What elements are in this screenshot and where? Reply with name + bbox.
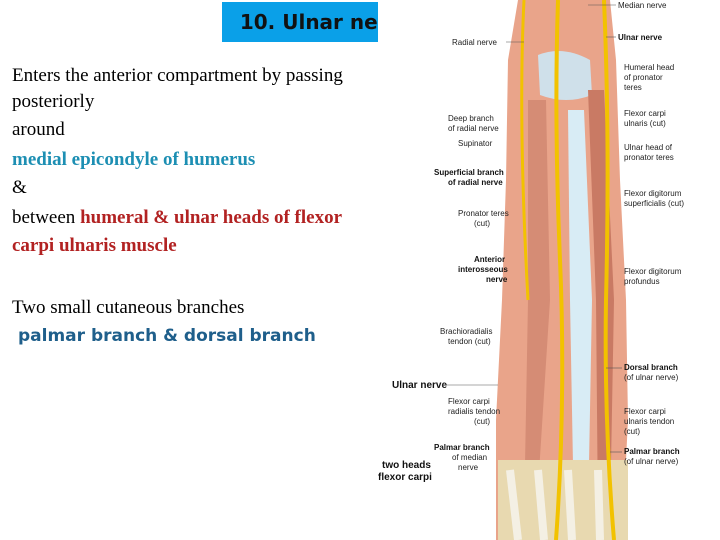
text-line-6-prefix: between xyxy=(12,207,81,228)
label-fcu-cut-1: Flexor carpi xyxy=(624,109,666,118)
label-fcu-tendon-2: ulnaris tendon xyxy=(624,417,674,426)
label-humeral-head-1: Humeral head xyxy=(624,63,674,72)
label-deep-branch-2: of radial nerve xyxy=(448,124,499,133)
label-median-nerve: Median nerve xyxy=(618,1,667,10)
label-fcr-2: radialis tendon xyxy=(448,407,500,416)
text-line-9: palmar branch & dorsal branch xyxy=(18,326,316,346)
label-palmar-ulnar-2: (of ulnar nerve) xyxy=(624,457,679,466)
label-fds-1: Flexor digitorum xyxy=(624,189,682,198)
label-anterior-2: interosseous xyxy=(458,265,508,274)
label-radial-nerve: Radial nerve xyxy=(452,38,497,47)
leader-lines xyxy=(442,4,622,453)
flexor-tendon-band xyxy=(568,110,592,520)
median-nerve-line xyxy=(554,0,565,540)
text-line-1: Enters the anterior compartment by passi… xyxy=(12,65,343,86)
label-deep-branch-1: Deep branch xyxy=(448,114,494,123)
elbow-joint xyxy=(538,51,592,100)
label-humeral-head-2: of pronator xyxy=(624,73,663,82)
text-line-8: Two small cutaneous branches xyxy=(12,297,245,318)
text-line-6: between humeral & ulnar heads of flexor xyxy=(12,206,342,230)
label-two-heads-1: two heads xyxy=(382,460,431,471)
label-dorsal-1: Dorsal branch xyxy=(624,363,678,372)
label-fcu-tendon-1: Flexor carpi xyxy=(624,407,666,416)
label-fdp-1: Flexor digitorum xyxy=(624,267,682,276)
label-superficial-1: Superficial branch xyxy=(434,168,504,177)
radius-muscle-band xyxy=(524,100,550,520)
text-line-2: posteriorly xyxy=(12,91,95,112)
label-anterior-3: nerve xyxy=(486,275,508,284)
label-palmar-median-1: Palmar branch xyxy=(434,443,490,452)
label-two-heads-2: flexor carpi xyxy=(378,472,432,483)
text-line-6-red: humeral & ulnar heads of flexor xyxy=(80,207,343,228)
label-supinator: Supinator xyxy=(458,139,493,148)
forearm-anatomy-figure: Median nerve Ulnar nerve Humeral head of… xyxy=(378,0,720,540)
label-fds-2: superficialis (cut) xyxy=(624,199,684,208)
label-fcu-cut-2: ulnaris (cut) xyxy=(624,119,666,128)
label-fcr-3: (cut) xyxy=(474,417,490,426)
label-palmar-ulnar-1: Palmar branch xyxy=(624,447,680,456)
label-ulnar-nerve-mid: Ulnar nerve xyxy=(392,380,447,391)
label-fcu-tendon-3: (cut) xyxy=(624,427,640,436)
label-palmar-median-3: nerve xyxy=(458,463,479,472)
radial-nerve-line xyxy=(520,0,530,301)
label-ulnar-head-2: pronator teres xyxy=(624,153,674,162)
label-dorsal-2: (of ulnar nerve) xyxy=(624,373,679,382)
text-line-4: medial epicondyle of humerus xyxy=(12,149,256,170)
text-line-7: carpi ulnaris muscle xyxy=(12,235,177,256)
label-brachio-2: tendon (cut) xyxy=(448,337,491,346)
label-pronator-teres-2: (cut) xyxy=(474,219,490,228)
label-brachio-1: Brachioradialis xyxy=(440,327,492,336)
label-pronator-teres-1: Pronator teres xyxy=(458,209,509,218)
label-fcr-1: Flexor carpi xyxy=(448,397,490,406)
text-line-3: around xyxy=(12,119,65,140)
label-ulnar-head-1: Ulnar head of xyxy=(624,143,673,152)
metacarpals xyxy=(506,469,604,540)
ulnar-nerve-line xyxy=(602,0,616,540)
text-line-5: & xyxy=(12,177,27,198)
label-fdp-2: profundus xyxy=(624,277,660,286)
label-anterior-1: Anterior xyxy=(474,255,505,264)
label-palmar-median-2: of median xyxy=(452,453,487,462)
label-superficial-2: of radial nerve xyxy=(448,178,503,187)
label-ulnar-nerve-top: Ulnar nerve xyxy=(618,33,663,42)
label-humeral-head-3: teres xyxy=(624,83,642,92)
